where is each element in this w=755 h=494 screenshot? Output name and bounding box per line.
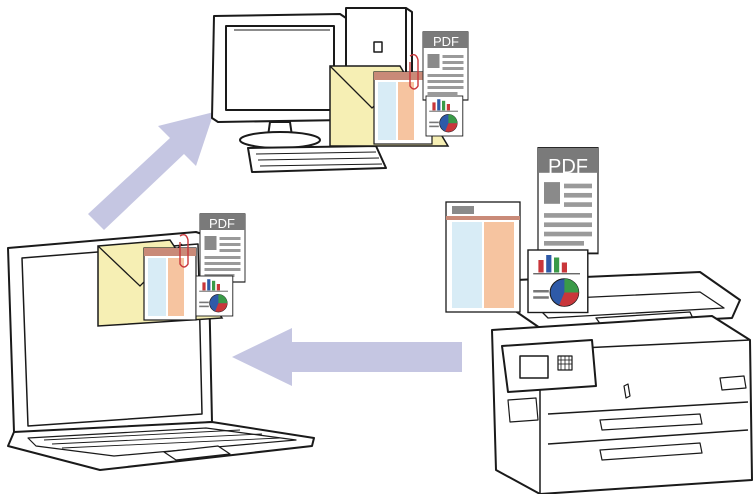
arrow-laptop-to-desktop: [88, 112, 214, 230]
arrow-printer-to-laptop: [232, 328, 462, 386]
pdf-label-laptop: PDF: [209, 216, 235, 231]
printer-scanned-page-icon: [445, 201, 521, 313]
printer-pdf-document-icon: PDF: [537, 147, 599, 255]
laptop-chart-page-icon: [195, 275, 234, 317]
printer-chart-page-icon: [527, 249, 589, 314]
pdf-label-desktop: PDF: [433, 34, 459, 49]
desktop-scanned-page-icon: [373, 53, 433, 145]
pdf-label-printer: PDF: [548, 156, 588, 178]
desktop-pdf-document-icon: PDF: [422, 31, 469, 101]
laptop-pdf-document-icon: PDF: [199, 213, 246, 283]
desktop-chart-page-icon: [425, 95, 464, 137]
laptop-scanned-page-icon: [143, 233, 197, 321]
